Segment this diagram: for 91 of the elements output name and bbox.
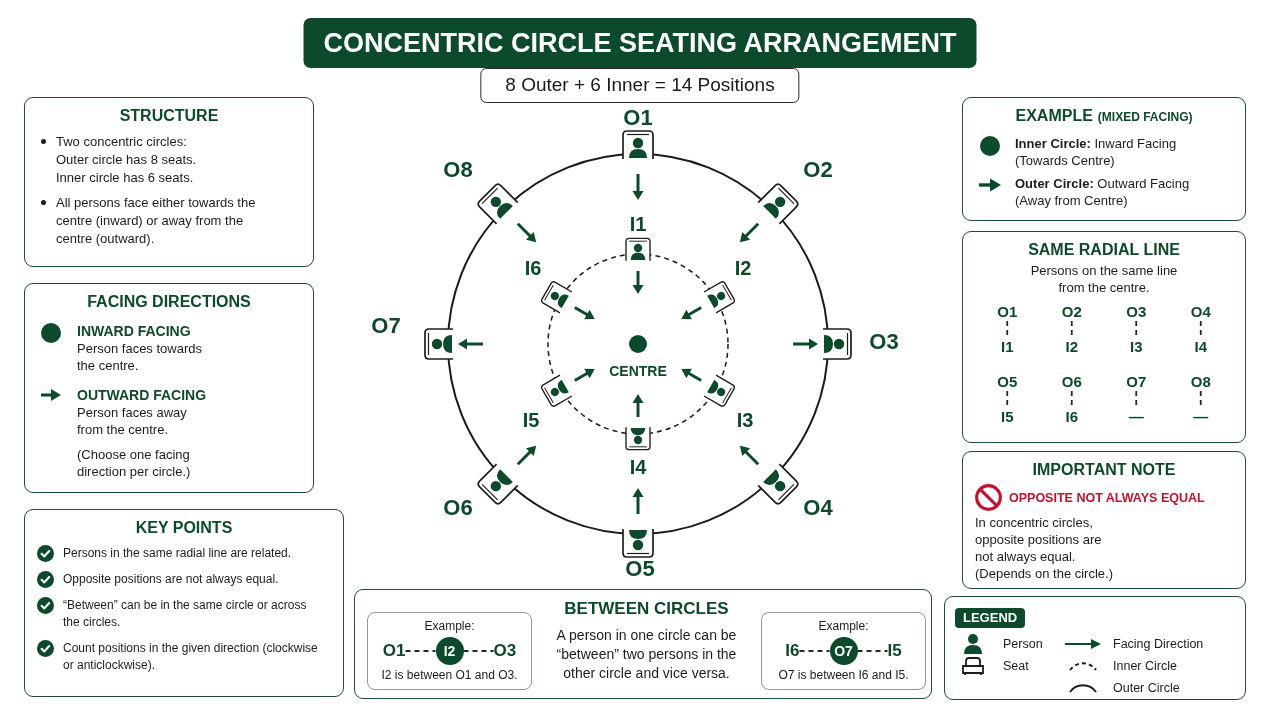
panel-heading: IMPORTANT NOTE: [1031, 460, 1177, 480]
bullet-text: Outer circle has 8 seats.: [56, 151, 197, 169]
dashed-connector: [462, 650, 495, 652]
radial-line-panel: [962, 231, 1246, 443]
seat-label: O4: [803, 497, 833, 519]
seat-label: O7: [371, 315, 401, 337]
seat-label: I4: [629, 457, 647, 477]
example-text: Inner Circle: Inward Facing (Towards Centre): [1015, 135, 1178, 169]
between-circles-panel: [354, 589, 932, 699]
legend-label: Person: [1003, 636, 1043, 652]
position-label: O7: [1126, 373, 1147, 391]
position-label: I3: [1130, 338, 1143, 356]
structure-panel: [24, 97, 314, 267]
position-label: I2: [1065, 338, 1078, 356]
position-label: I1: [1001, 338, 1014, 356]
position-label: —: [1128, 408, 1144, 426]
facing-directions-panel: [24, 283, 314, 493]
legend-label: Inner Circle: [1113, 658, 1177, 674]
panel-heading: KEY POINTS: [134, 518, 234, 538]
bullet-text: Inner circle has 6 seats.: [56, 169, 195, 187]
warning-text: OPPOSITE NOT ALWAYS EQUAL: [1009, 489, 1205, 506]
facing-description: Person faces away from the centre.: [77, 404, 188, 438]
facing-note: (Choose one facing direction per circle.): [77, 446, 192, 480]
key-point-text: Count positions in the given direction (clockwise or anticlockwise).: [63, 640, 319, 674]
seat-label: O3: [869, 331, 899, 353]
panel-heading: SAME RADIAL LINE: [1027, 240, 1181, 260]
dashed-connector: [856, 650, 889, 652]
seat-label: I2: [734, 258, 752, 278]
key-point-text: Persons in the same radial line are related.: [63, 545, 293, 562]
title-banner: CONCENTRIC CIRCLE SEATING ARRANGEMENT: [303, 18, 977, 68]
note-text: (Depends on the circle.): [975, 565, 1114, 582]
example-box: [761, 612, 926, 690]
position-label: I6: [1065, 408, 1078, 426]
position-label: I5: [887, 640, 902, 662]
seat-label: O2: [803, 159, 833, 181]
seat-label: I6: [524, 258, 542, 278]
position-label: I6: [785, 640, 800, 662]
subtitle-panel: [480, 68, 800, 103]
key-points-panel: [24, 509, 344, 697]
position-label: O6: [1061, 373, 1082, 391]
dashed-connector: [404, 650, 437, 652]
highlighted-position-label: O7: [829, 637, 858, 665]
position-label: —: [1193, 408, 1209, 426]
panel-description: A person in one circle can be “between” two persons in the other circle and vice versa.: [555, 626, 738, 683]
position-label: O5: [997, 373, 1018, 391]
position-label: O1: [382, 640, 406, 662]
position-label: O3: [1126, 303, 1147, 321]
position-label: O1: [997, 303, 1018, 321]
legend-heading: LEGEND: [955, 608, 1026, 628]
panel-subheading: (MIXED FACING): [1097, 109, 1193, 126]
important-note-panel: [962, 451, 1246, 589]
position-label: O3: [493, 640, 517, 662]
seat-label: I3: [736, 410, 754, 430]
highlighted-position-label: I2: [435, 637, 464, 665]
dashed-connector: [798, 650, 831, 652]
seat-label: O5: [625, 558, 655, 580]
example-text: Outer Circle: Outward Facing (Away from Centre): [1015, 175, 1191, 209]
seat-label: I5: [522, 410, 540, 430]
seat-label: O6: [443, 497, 473, 519]
facing-title: INWARD FACING: [77, 322, 192, 340]
bullet-text: Two concentric circles:: [56, 133, 188, 151]
example-heading: Example:: [424, 619, 475, 634]
panel-heading: FACING DIRECTIONS: [86, 292, 252, 312]
note-text: In concentric circles, opposite positions are not always equal.: [975, 514, 1103, 565]
key-point-text: “Between” can be in the same circle or across the circles.: [63, 597, 308, 631]
panel-heading: BETWEEN CIRCLES: [564, 598, 729, 620]
example-box: [367, 612, 532, 690]
bullet-text: All persons face either towards the centre (inward) or away from the centre (outward).: [56, 194, 257, 248]
position-label: O8: [1190, 373, 1211, 391]
example-caption: O7 is between I6 and I5.: [778, 668, 909, 683]
panel-heading: STRUCTURE: [118, 106, 220, 126]
position-label: O2: [1061, 303, 1082, 321]
position-label: I5: [1001, 408, 1014, 426]
facing-description: Person faces towards the centre.: [77, 340, 203, 374]
facing-title: OUTWARD FACING: [77, 386, 208, 404]
example-panel: [962, 97, 1246, 221]
example-heading: Example:: [818, 619, 869, 634]
legend-label: Seat: [1003, 658, 1029, 674]
legend-label: Outer Circle: [1113, 680, 1180, 696]
seat-label: O1: [623, 107, 653, 129]
position-label: O4: [1190, 303, 1211, 321]
panel-description: Persons on the same line from the centre.: [1029, 262, 1179, 296]
centre-label: CENTRE: [609, 364, 667, 378]
subtitle-text: 8 Outer + 6 Inner = 14 Positions: [505, 73, 775, 98]
seat-label: O8: [443, 159, 473, 181]
legend-label: Facing Direction: [1113, 636, 1204, 652]
seat-label: I1: [629, 214, 647, 234]
example-caption: I2 is between O1 and O3.: [381, 668, 518, 683]
key-point-text: Opposite positions are not always equal.: [63, 571, 280, 588]
position-label: I4: [1194, 338, 1207, 356]
panel-heading: EXAMPLE: [1015, 106, 1093, 126]
